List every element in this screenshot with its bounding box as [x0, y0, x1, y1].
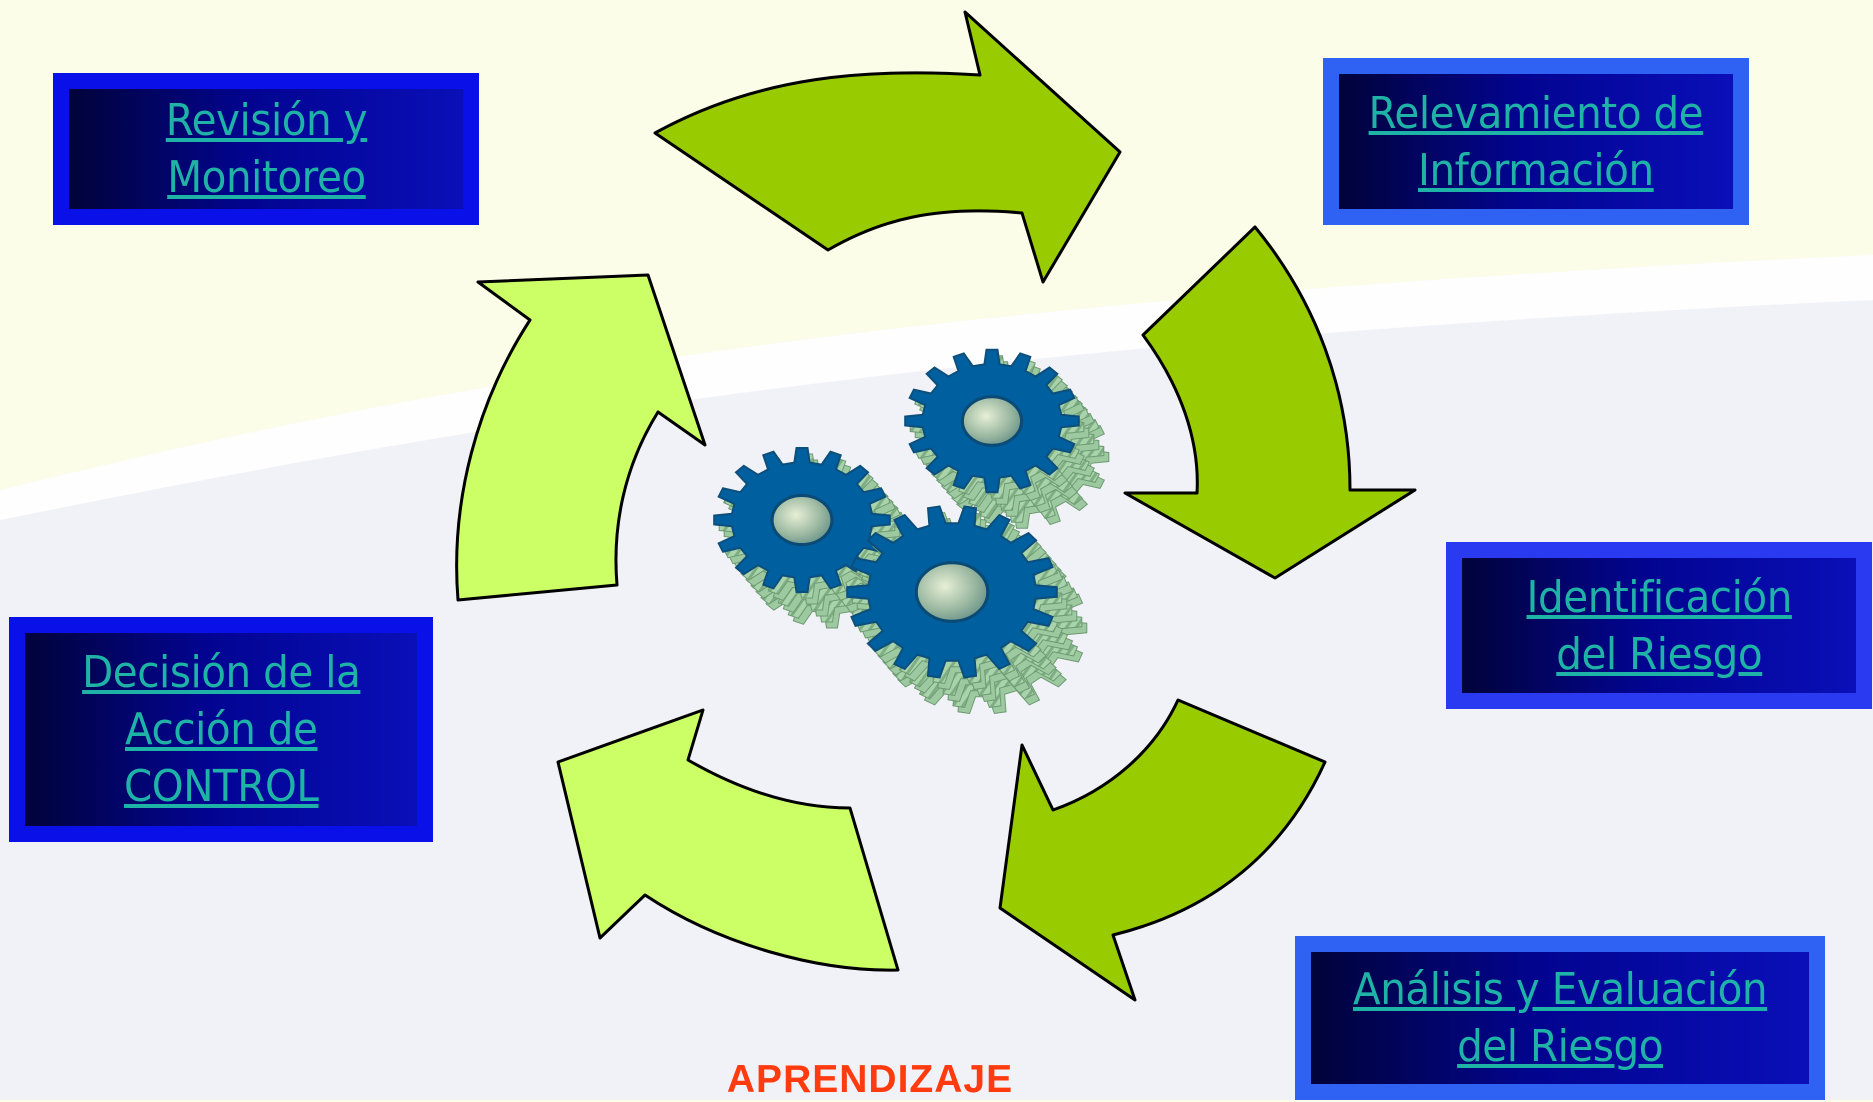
step-analisis-evaluacion[interactable]: Análisis y Evaluación del Riesgo [1295, 936, 1825, 1100]
gear-bottom-icon [846, 505, 1088, 715]
step-relevamiento-label[interactable]: Relevamiento de Información [1368, 87, 1704, 196]
step-revision-label[interactable]: Revisión y Monitoreo [165, 95, 367, 203]
step-revision-monitoreo[interactable]: Revisión y Monitoreo [53, 73, 479, 225]
footer-label: APRENDIZAJE [726, 1058, 1014, 1101]
arrow-left [455, 273, 707, 602]
step-identificacion-riesgo[interactable]: Identificación del Riesgo [1446, 542, 1872, 709]
step-decision-label[interactable]: Decisión de la Acción de CONTROL [81, 647, 361, 812]
step-relevamiento-informacion[interactable]: Relevamiento de Información [1323, 58, 1749, 225]
step-analisis-label[interactable]: Análisis y Evaluación del Riesgo [1352, 964, 1768, 1072]
arrow-top [653, 10, 1122, 284]
gear-top-icon [904, 348, 1110, 529]
step-decision-control[interactable]: Decisión de la Acción de CONTROL [9, 617, 433, 842]
arrow-right [1123, 225, 1417, 580]
arrow-bottom-right [998, 698, 1327, 1002]
gears-icon [713, 348, 1110, 715]
arrow-bottom-left [556, 708, 900, 972]
step-identificacion-label[interactable]: Identificación del Riesgo [1526, 571, 1792, 680]
